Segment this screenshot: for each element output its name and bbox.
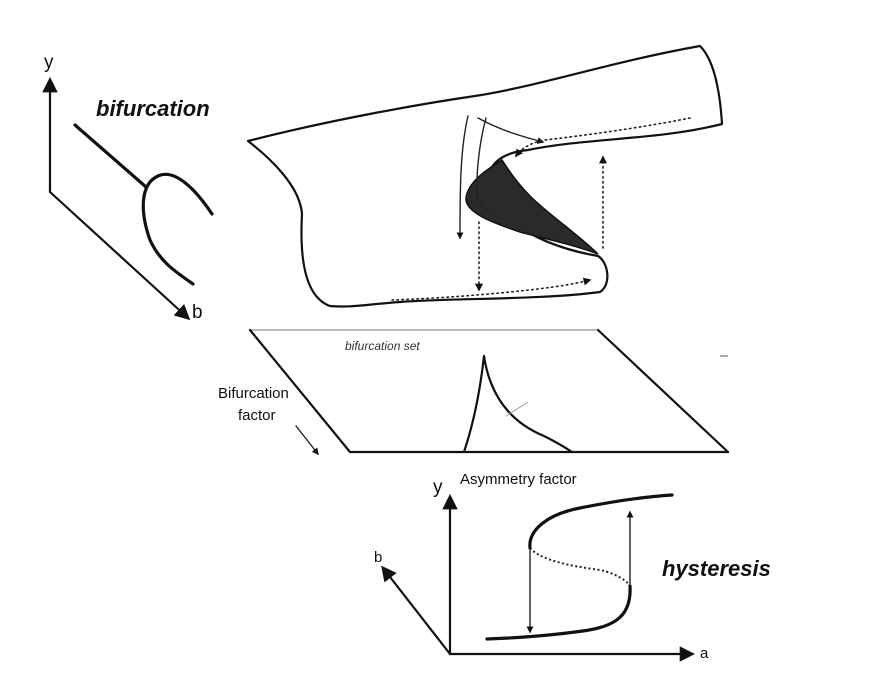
bifurcation-b-label: b: [192, 302, 203, 323]
fold-shaded-region: [465, 158, 599, 255]
lower-sheet-dotted-path: [391, 277, 592, 301]
hysteresis-title: hysteresis: [662, 556, 771, 581]
bifurcation-title: bifurcation: [96, 96, 210, 121]
hysteresis-upper-branch: [528, 493, 674, 550]
bifurcation-factor-label-line2: factor: [238, 407, 276, 424]
bifurcation-b-axis: [48, 190, 191, 321]
hysteresis-b-label: b: [374, 549, 382, 566]
bifurcation-factor-label-line1: Bifurcation: [218, 385, 289, 402]
fold-upper-arrow: [477, 117, 545, 144]
cusp-curve: [462, 354, 574, 454]
bifurcation-fork-curve: [141, 172, 214, 286]
plane-right-edge: [596, 328, 730, 454]
bifurcation-y-label: y: [44, 52, 54, 73]
bifurcation-set-label: bifurcation set: [345, 339, 420, 353]
plane-left-edge: [248, 328, 352, 454]
bifurcation-factor-arrow: [295, 425, 319, 456]
hysteresis-y-label: y: [433, 477, 443, 498]
bifurcation-panel: y b bifurcation: [42, 52, 214, 323]
bifurcation-stem-line: [73, 123, 148, 189]
upper-sheet-dotted-path: [515, 117, 691, 158]
hysteresis-lower-branch: [485, 584, 632, 641]
fold-edge-curve: [476, 117, 491, 213]
asymmetry-factor-label: Asymmetry factor: [460, 471, 577, 488]
cusp-tick: [505, 401, 529, 417]
folded-surface: [246, 44, 724, 308]
hysteresis-a-label: a: [700, 645, 709, 662]
hysteresis-panel: y b a hysteresis: [374, 477, 771, 662]
hysteresis-middle-branch: [529, 547, 631, 587]
control-plane: bifurcation set Bifurcation factor Asymm…: [218, 328, 730, 488]
fold-drop-arrow: [456, 115, 469, 240]
hysteresis-b-axis: [381, 565, 452, 656]
